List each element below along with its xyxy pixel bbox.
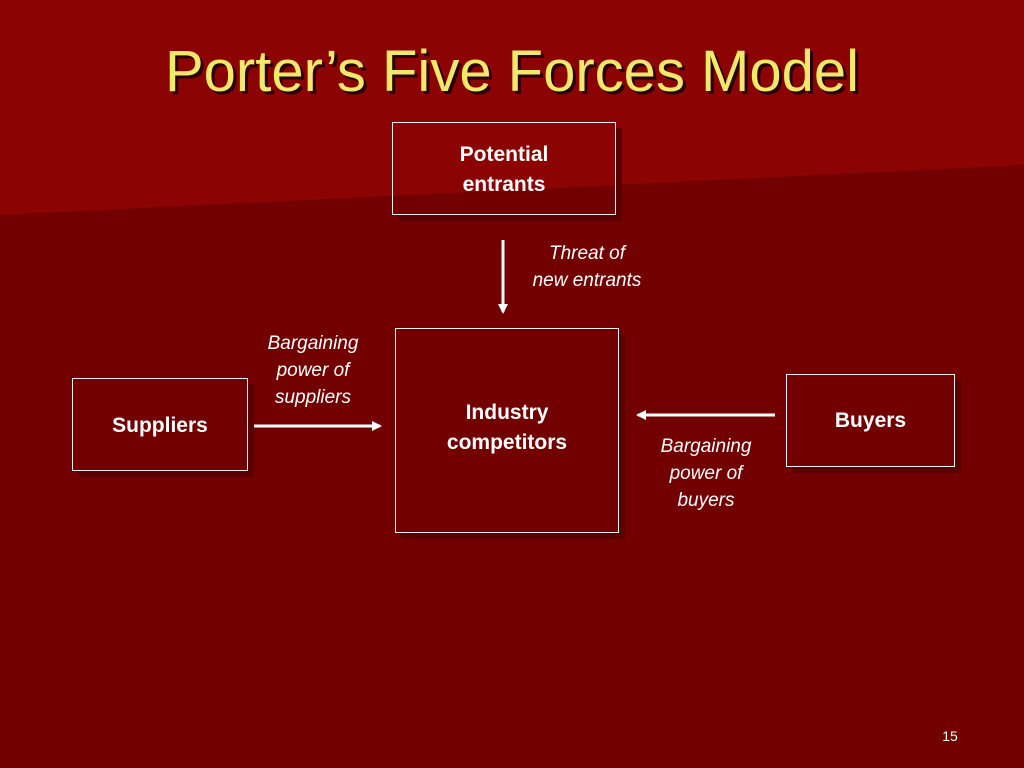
supplier-power-label: Bargaining power of suppliers [243, 330, 383, 411]
buyer-power-line-1: Bargaining [660, 436, 752, 457]
industry-competitors-line-2: competitors [446, 431, 568, 454]
suppliers-box: Suppliers [72, 378, 248, 471]
background-wedge [0, 0, 1024, 215]
supplier-power-line-3: suppliers [274, 387, 352, 408]
buyer-power-line-2: power of [669, 463, 743, 484]
threat-label-line-2: new entrants [532, 270, 642, 291]
page-number: 15 [942, 728, 958, 744]
buyer-power-label: Bargaining power of buyers [636, 433, 776, 514]
buyer-power-line-3: buyers [677, 490, 735, 511]
industry-competitors-line-1: Industry [465, 401, 549, 424]
threat-label-line-1: Threat of [548, 243, 626, 264]
potential-entrants-line-2: entrants [462, 173, 546, 196]
potential-entrants-box: Potential entrants [392, 122, 616, 215]
slide-title: Porter’s Five Forces Model [164, 39, 860, 104]
suppliers-label: Suppliers [112, 414, 208, 437]
potential-entrants-line-1: Potential [459, 143, 549, 166]
threat-new-entrants-label: Threat of new entrants [512, 240, 662, 294]
industry-competitors-box: Industry competitors [395, 328, 619, 533]
buyers-box: Buyers [786, 374, 955, 467]
supplier-power-line-1: Bargaining [267, 333, 359, 354]
supplier-power-line-2: power of [276, 360, 350, 381]
buyers-label: Buyers [834, 409, 907, 432]
